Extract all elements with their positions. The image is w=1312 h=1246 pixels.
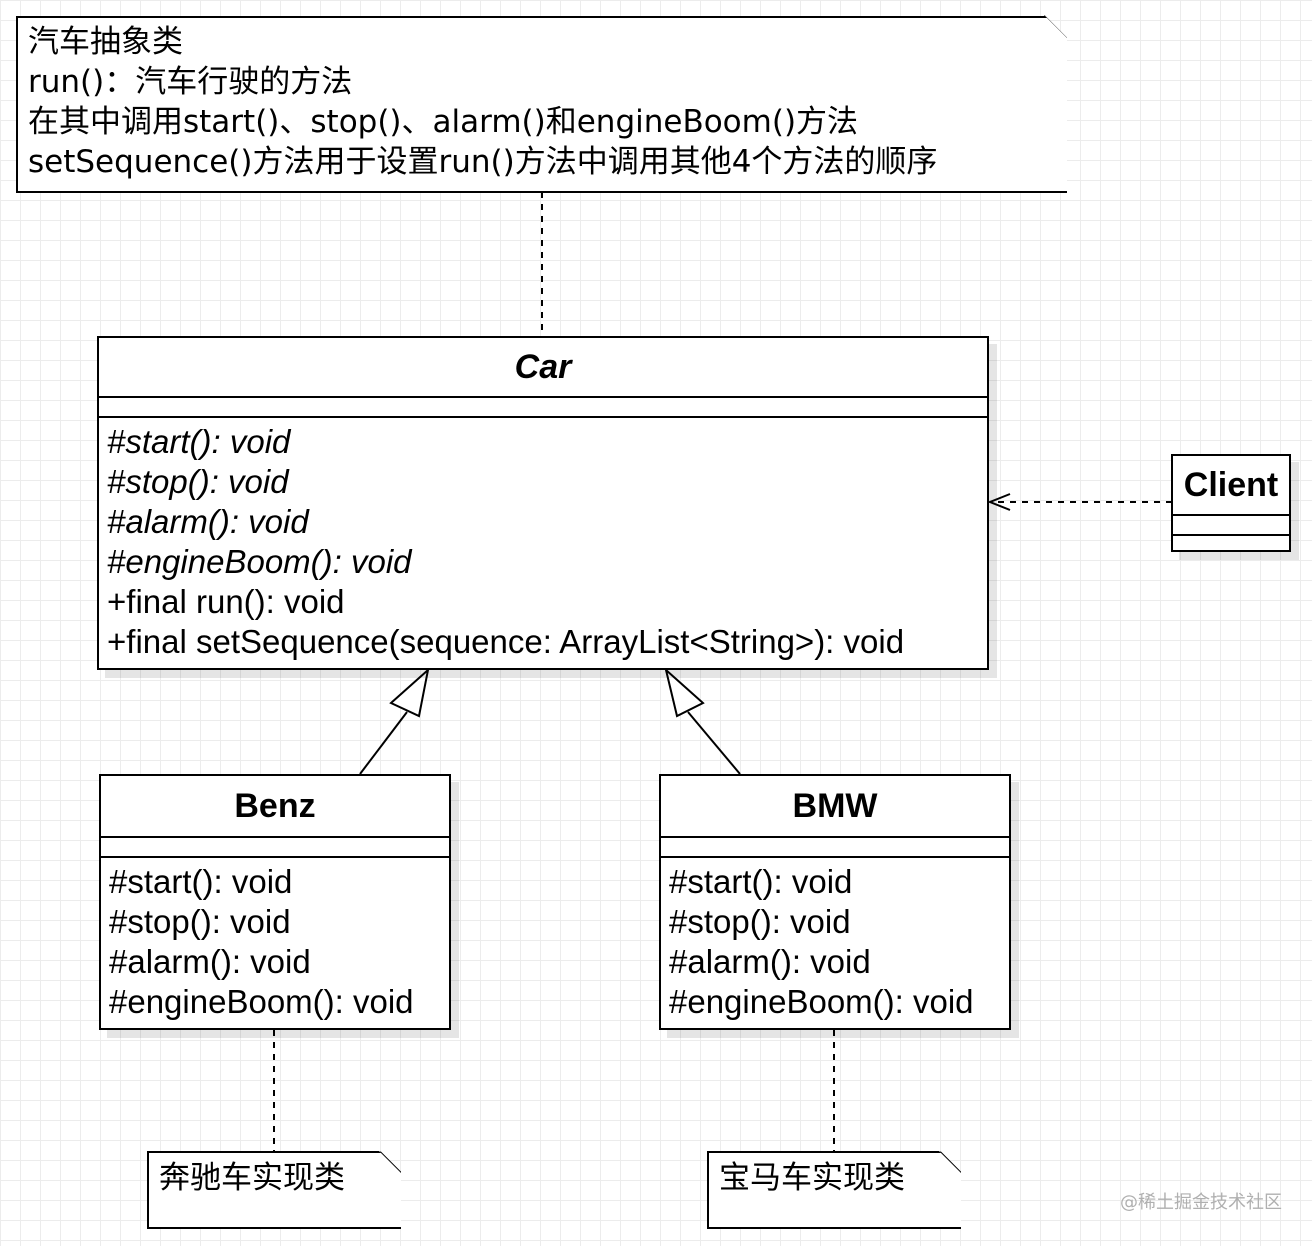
- class-name: BMW: [661, 776, 1009, 838]
- class-name: Benz: [101, 776, 449, 838]
- note-line: 奔驰车实现类: [159, 1160, 345, 1196]
- operation-item: #engineBoom(): void: [109, 983, 414, 1020]
- operation-item: #alarm(): void: [109, 943, 311, 980]
- benz-generalization-arrowhead: [389, 667, 430, 718]
- class-car[interactable]: Car #start(): void #stop(): void #alarm(…: [97, 336, 989, 670]
- operation-item: #stop(): void: [669, 903, 851, 940]
- bmw-note: 宝马车实现类: [707, 1151, 961, 1229]
- operation-item: #start(): void: [109, 863, 293, 900]
- class-client[interactable]: Client: [1171, 454, 1291, 552]
- bmw-generalization-arrowhead: [664, 667, 705, 718]
- operation-item: #alarm(): void: [669, 943, 871, 980]
- note-line: setSequence()方法用于设置run()方法中调用其他4个方法的顺序: [28, 144, 938, 180]
- bmw-generalization-line: [687, 711, 741, 775]
- operation-item: #stop(): void: [107, 463, 289, 500]
- class-operations: #start(): void #stop(): void #alarm(): v…: [99, 418, 987, 666]
- operation-item: +final setSequence(sequence: ArrayList<S…: [107, 623, 905, 660]
- operation-item: #stop(): void: [109, 903, 291, 940]
- class-name: Client: [1173, 456, 1289, 516]
- class-attributes: [101, 838, 449, 858]
- class-operations: #start(): void #stop(): void #alarm(): v…: [661, 858, 1009, 1026]
- watermark: @稀土掘金技术社区: [1120, 1192, 1282, 1213]
- benz-note: 奔驰车实现类: [147, 1151, 401, 1229]
- class-attributes: [1173, 516, 1289, 536]
- operation-item: #start(): void: [669, 863, 853, 900]
- operation-item: #engineBoom(): void: [669, 983, 974, 1020]
- operation-item: +final run(): void: [107, 583, 345, 620]
- note-line: 汽车抽象类: [28, 24, 183, 60]
- note-line: run()：汽车行驶的方法: [28, 64, 353, 100]
- class-attributes: [99, 398, 987, 418]
- operation-item: #start(): void: [107, 423, 291, 460]
- class-operations: #start(): void #stop(): void #alarm(): v…: [101, 858, 449, 1026]
- operation-item: #alarm(): void: [107, 503, 309, 540]
- benz-generalization-line: [359, 711, 408, 775]
- class-bmw[interactable]: BMW #start(): void #stop(): void #alarm(…: [659, 774, 1011, 1030]
- class-name: Car: [99, 338, 987, 398]
- class-attributes: [661, 838, 1009, 858]
- operation-item: #engineBoom(): void: [107, 543, 412, 580]
- dependency-arrowhead: [987, 493, 1011, 511]
- note-line: 在其中调用start()、stop()、alarm()和engineBoom()…: [28, 104, 859, 140]
- car-note: 汽车抽象类 run()：汽车行驶的方法 在其中调用start()、stop()、…: [16, 16, 1067, 193]
- class-benz[interactable]: Benz #start(): void #stop(): void #alarm…: [99, 774, 451, 1030]
- note-line: 宝马车实现类: [719, 1160, 905, 1196]
